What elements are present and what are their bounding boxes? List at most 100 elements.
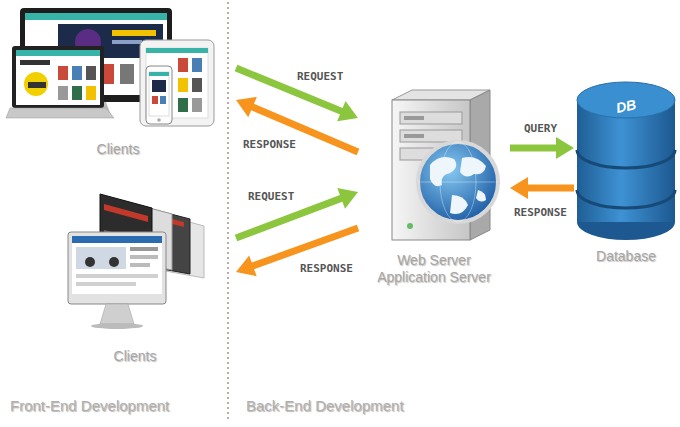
- imac-monitor: [109, 257, 119, 267]
- section-label: Front-End Development: [10, 397, 169, 415]
- laptop-device: [28, 82, 46, 88]
- imac-monitor: [76, 247, 126, 269]
- imac-monitor: [76, 274, 158, 278]
- server-tower: [400, 112, 462, 124]
- globe-icon: [418, 142, 498, 222]
- desktop-monitor: [120, 64, 134, 84]
- flow-arrow: [236, 68, 358, 121]
- arrow-label: RESPONSE: [298, 262, 355, 275]
- arrow-label: QUERY: [522, 122, 559, 135]
- laptop-device: [58, 66, 68, 80]
- laptop-device: [6, 46, 114, 118]
- imac-monitor: [68, 232, 166, 329]
- arrow-shaft: [510, 145, 558, 152]
- client-node: Clients: [0, 5, 236, 165]
- imac-monitor: [91, 323, 143, 329]
- database-cylinder: [577, 82, 675, 240]
- flow-arrow: [236, 97, 358, 152]
- globe-icon: [460, 157, 486, 177]
- database-cylinder: [577, 190, 675, 208]
- arrow-shaft: [251, 228, 358, 267]
- imac-monitor: [68, 232, 166, 304]
- imac-monitor: [72, 236, 162, 294]
- imac-monitor: [100, 304, 134, 324]
- tablet-device: [192, 98, 202, 112]
- node-label: Clients: [114, 348, 157, 365]
- phone-device: [149, 72, 169, 116]
- laptop-device: [58, 86, 68, 100]
- laptop-device: [72, 86, 82, 100]
- tablet-device: [146, 48, 208, 53]
- arrow-label: REQUEST: [246, 190, 296, 203]
- laptop-device: [86, 86, 96, 100]
- divider-line: [227, 2, 229, 420]
- database-cylinder: [577, 82, 675, 118]
- phone-device: [149, 72, 169, 76]
- client-node: Clients: [34, 180, 236, 370]
- globe-icon: [418, 182, 498, 183]
- tablet-device: [146, 48, 208, 118]
- server-tower: [407, 223, 413, 229]
- tablet-device: [140, 40, 214, 126]
- tablet-device: [192, 58, 202, 72]
- tablet-device: [192, 78, 202, 92]
- arrow-head: [337, 188, 358, 209]
- phone-device: [157, 118, 161, 122]
- server-tower: [404, 134, 424, 138]
- desktop-monitor: [25, 13, 167, 20]
- phone-device: [152, 96, 158, 104]
- server-tower: [404, 116, 424, 120]
- flow-arrow: [510, 137, 574, 159]
- icon-label: DB: [614, 96, 637, 117]
- laptop-device: [24, 72, 48, 96]
- tablet-device: [178, 98, 188, 112]
- phone-device: [146, 66, 172, 124]
- database-cylinder: [577, 150, 675, 168]
- desktop-monitor: [112, 30, 156, 36]
- arrow-head: [236, 97, 257, 117]
- flow-arrow: [510, 177, 574, 199]
- imac-monitor: [76, 282, 136, 286]
- laptop-device: [16, 50, 100, 56]
- globe-icon: [476, 190, 486, 202]
- arrow-head: [236, 256, 257, 277]
- tablet-device: [178, 58, 188, 72]
- imac-monitor: [130, 263, 150, 267]
- arrow-head: [556, 137, 574, 159]
- laptop-device: [86, 66, 96, 80]
- server-node: Web Server Application Server: [358, 92, 510, 292]
- laptop-device: [20, 60, 50, 65]
- laptop-device: [6, 108, 114, 118]
- screenshot-stack: [104, 204, 148, 222]
- globe-icon: [430, 157, 456, 186]
- arrow-shaft: [236, 198, 343, 238]
- laptop-device: [12, 46, 104, 108]
- imac-monitor: [72, 236, 162, 243]
- laptop-device: [16, 50, 100, 105]
- arrow-head: [510, 177, 528, 199]
- tablet-device: [140, 40, 214, 126]
- flow-arrow: [236, 228, 358, 276]
- imac-monitor: [130, 247, 158, 251]
- database-node: DB Database: [574, 78, 678, 269]
- imac-monitor: [130, 255, 158, 259]
- section-label: Back-End Development: [246, 397, 404, 415]
- imac-monitor: [85, 257, 95, 267]
- arrow-label: RESPONSE: [241, 138, 298, 151]
- arrow-head: [337, 101, 358, 121]
- phone-device: [160, 96, 166, 104]
- globe-icon: [450, 195, 468, 214]
- laptop-device: [72, 66, 82, 80]
- node-label: Database: [596, 248, 656, 265]
- node-label: Web Server Application Server: [369, 252, 499, 286]
- arrow-label: REQUEST: [295, 70, 345, 83]
- globe-icon: [418, 142, 498, 222]
- phone-device: [152, 80, 166, 92]
- arrow-shaft: [526, 185, 574, 192]
- flow-arrow: [236, 188, 358, 238]
- tablet-device: [178, 78, 188, 92]
- server-tower: [400, 130, 462, 142]
